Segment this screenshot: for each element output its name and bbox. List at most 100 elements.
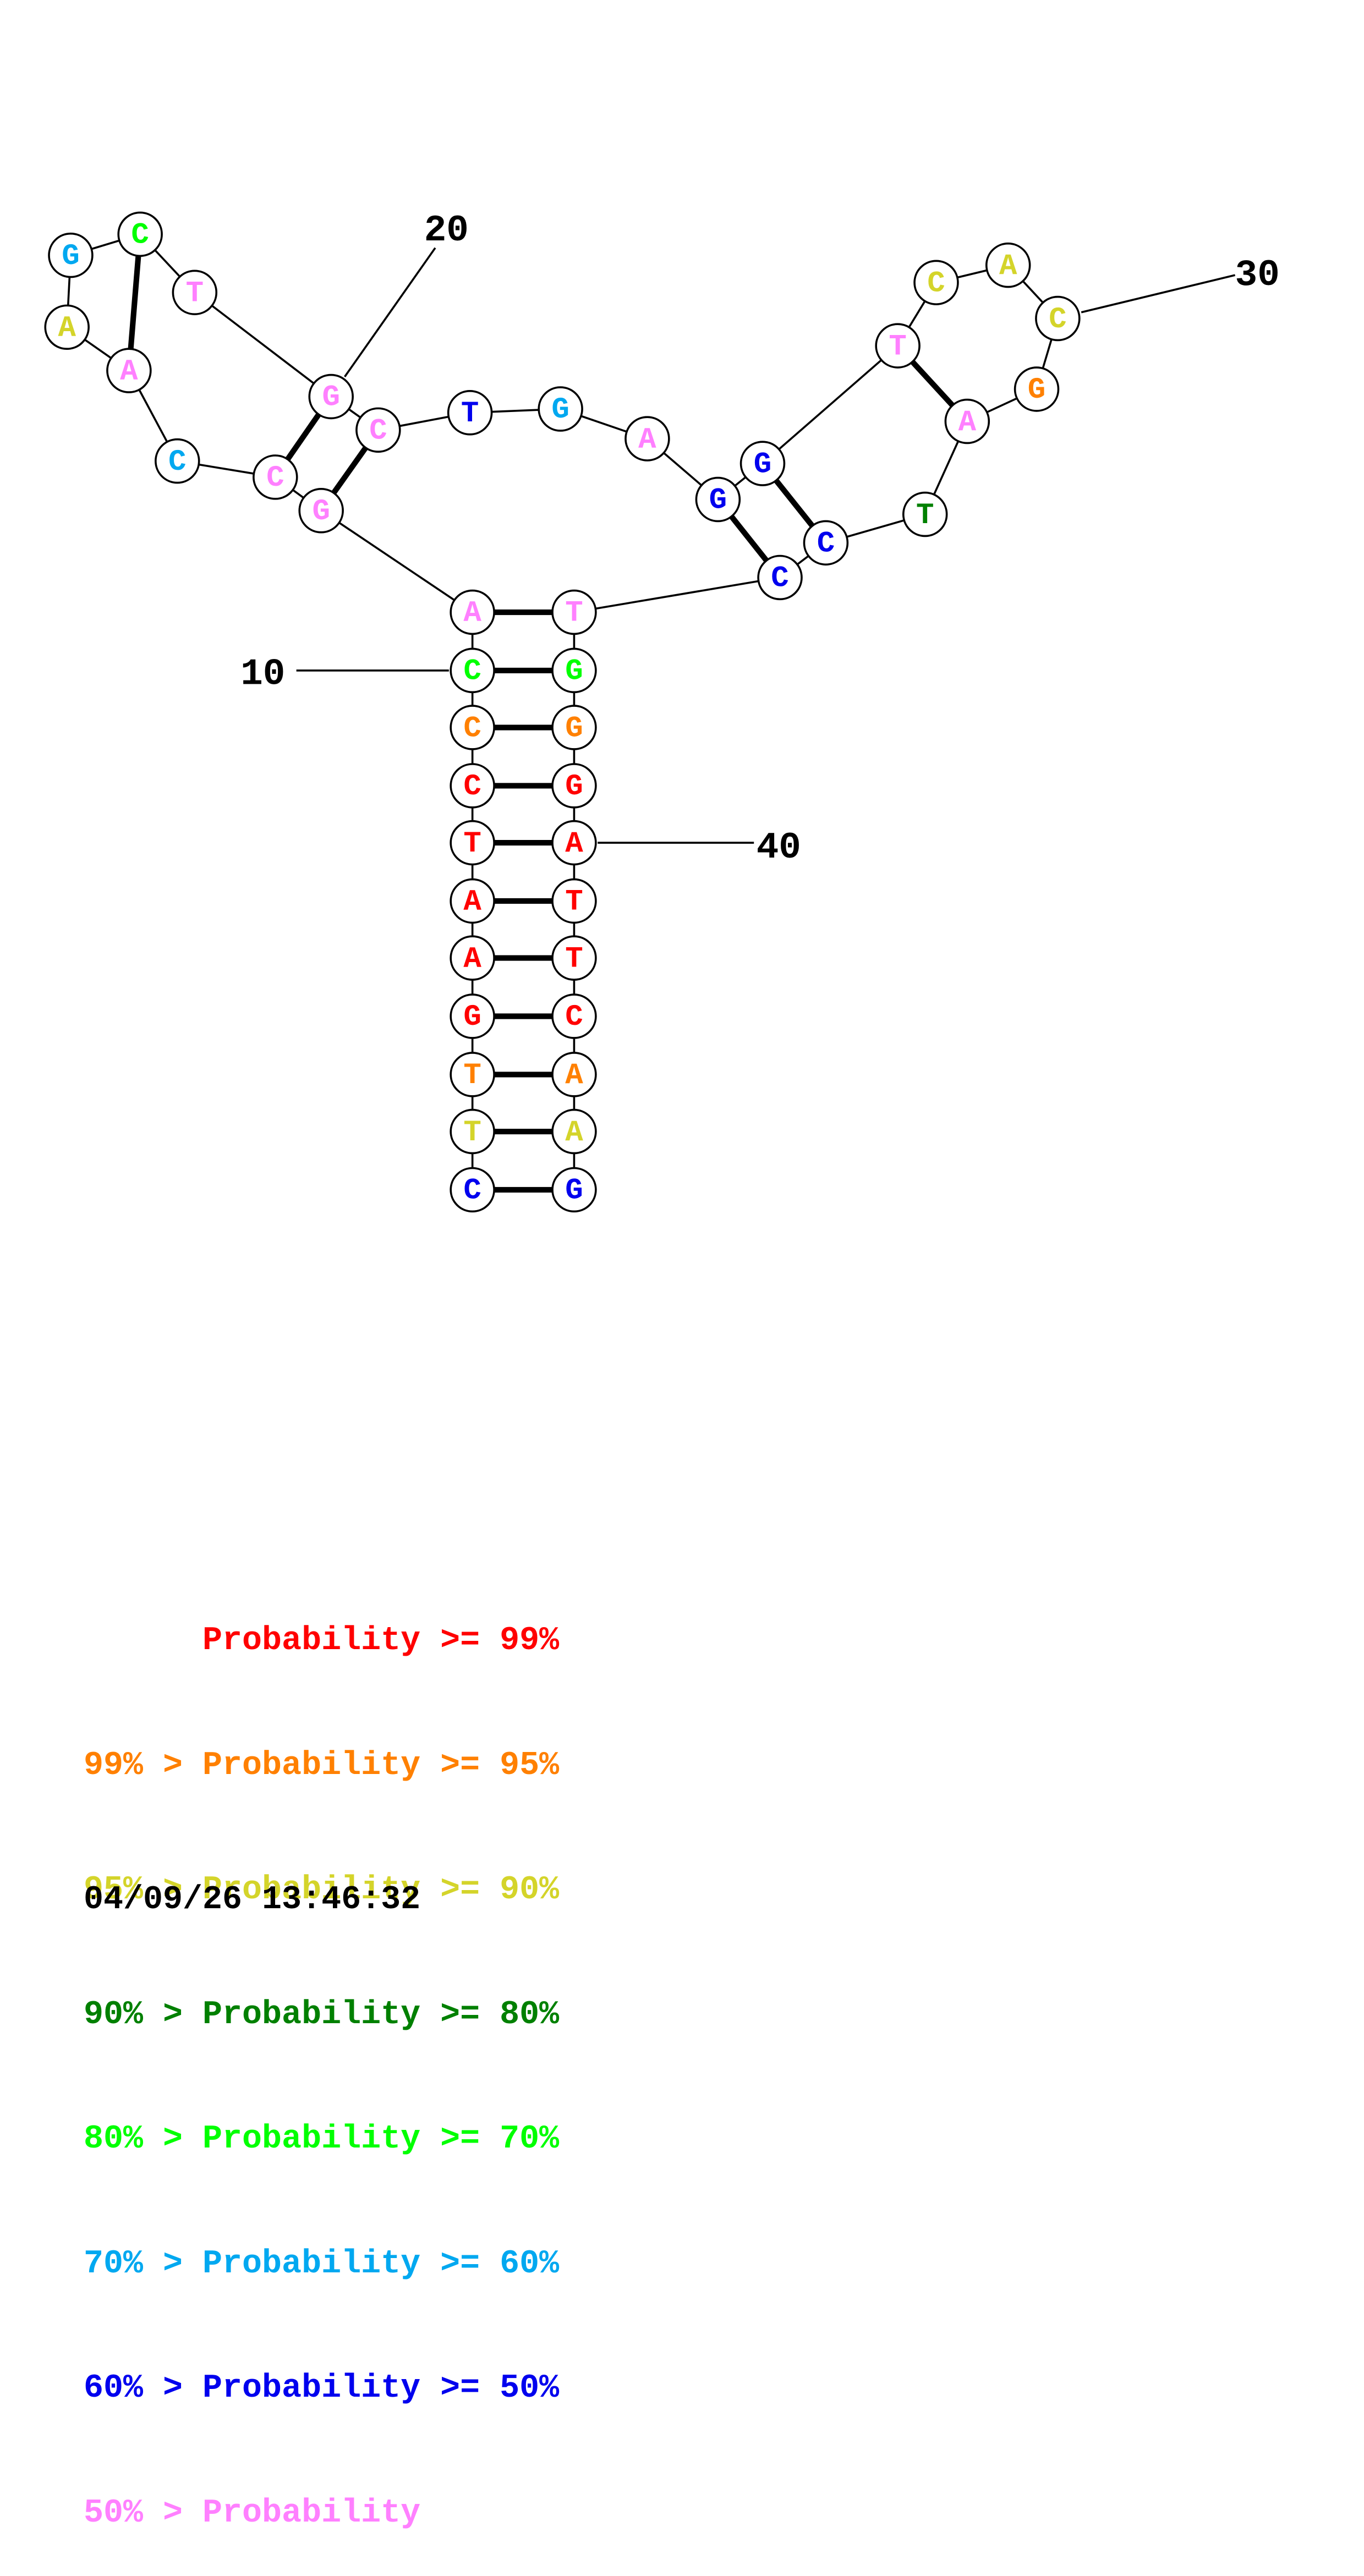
nucleotide-circle bbox=[172, 270, 218, 315]
nucleotide-node: C bbox=[757, 554, 803, 601]
nucleotide-letter: G bbox=[565, 1174, 583, 1208]
nucleotide-letter: G bbox=[565, 770, 583, 804]
legend-row-p95: 99% > Probability >= 95% bbox=[84, 1746, 560, 1784]
nucleotide-circle bbox=[551, 1108, 597, 1155]
nucleotide-node: G bbox=[48, 232, 94, 278]
nucleotide-node: G bbox=[1014, 366, 1060, 412]
position-marker-label: 40 bbox=[757, 827, 801, 869]
nucleotide-circle bbox=[450, 647, 495, 694]
nucleotide-circle bbox=[551, 820, 597, 866]
backbone-segment bbox=[194, 292, 332, 398]
nucleotide-letter: A bbox=[120, 355, 138, 388]
nucleotide-letter: A bbox=[565, 1059, 583, 1092]
nucleotide-letter: T bbox=[565, 942, 583, 976]
nucleotide-letter: G bbox=[322, 381, 339, 415]
nucleotide-circle bbox=[551, 878, 597, 924]
nucleotide-node: A bbox=[551, 1052, 597, 1097]
nucleotide-circle bbox=[450, 820, 495, 866]
base-pair-bond bbox=[126, 234, 143, 371]
nucleotide-letter: T bbox=[463, 1059, 481, 1092]
nucleotide-circle bbox=[450, 1167, 495, 1213]
nucleotide-letter: T bbox=[463, 1116, 481, 1150]
nucleotide-letter: C bbox=[463, 1174, 481, 1208]
nucleotide-node: T bbox=[902, 491, 948, 537]
nucleotide-node: A bbox=[944, 398, 990, 444]
nucleotide-circle bbox=[106, 348, 152, 393]
nucleotide-circle bbox=[253, 454, 298, 500]
legend-row-p99: Probability >= 99% bbox=[84, 1622, 560, 1660]
nucleotide-letter: C bbox=[131, 219, 149, 252]
nucleotide-letter: G bbox=[551, 393, 569, 427]
nucleotide-node: C bbox=[450, 763, 495, 809]
nucleotide-circle bbox=[902, 491, 948, 537]
nucleotide-letter: C bbox=[463, 655, 481, 689]
nucleotide-letter: C bbox=[771, 562, 788, 596]
legend-row-p50: 60% > Probability >= 50% bbox=[84, 2370, 560, 2407]
nucleotide-node: G bbox=[450, 993, 495, 1039]
backbone-segment bbox=[574, 576, 780, 613]
nucleotide-node: A bbox=[551, 820, 597, 866]
nucleotide-circle bbox=[551, 935, 597, 981]
nucleotide-letter: C bbox=[463, 712, 481, 745]
nucleotide-letter: T bbox=[565, 886, 583, 919]
nucleotide-letter: A bbox=[463, 886, 481, 919]
nucleotide-node: A bbox=[625, 416, 670, 462]
nucleotide-node: G bbox=[739, 441, 786, 486]
backbone-segment bbox=[762, 345, 899, 464]
nucleotide-letter: A bbox=[463, 597, 481, 630]
legend-row-p90: 95% > Probability >= 90% bbox=[84, 1871, 560, 1909]
nucleotide-node: A bbox=[450, 878, 495, 924]
nucleotide-letter: T bbox=[186, 277, 204, 310]
nucleotide-letter: G bbox=[312, 495, 330, 529]
legend-row-p80: 90% > Probability >= 80% bbox=[84, 1996, 560, 2034]
position-marker-line bbox=[344, 247, 436, 377]
nucleotide-node: C bbox=[450, 1167, 495, 1213]
nucleotide-letter: C bbox=[927, 267, 945, 300]
nucleotide-letter: C bbox=[817, 528, 835, 561]
nucleotide-letter: C bbox=[565, 1001, 583, 1034]
nucleotide-node: G bbox=[551, 647, 597, 694]
nucleotide-circle bbox=[875, 323, 921, 369]
nucleotide-circle bbox=[1035, 295, 1081, 342]
nucleotide-node: C bbox=[450, 705, 495, 750]
nucleotide-node: T bbox=[551, 589, 597, 635]
position-marker-label: 10 bbox=[240, 654, 285, 696]
nucleotide-circle bbox=[913, 260, 959, 305]
nucleotide-node: T bbox=[450, 1108, 495, 1155]
nucleotide-node: A bbox=[985, 242, 1031, 288]
nucleotide-letter: G bbox=[565, 655, 583, 689]
legend-row-plow: 50% > Probability bbox=[84, 2494, 421, 2532]
nucleotide-node: A bbox=[450, 935, 495, 981]
nucleotide-node: G bbox=[551, 705, 597, 750]
nucleotide-letter: A bbox=[565, 1116, 583, 1150]
nucleotide-letter: A bbox=[58, 312, 76, 345]
nucleotide-node: C bbox=[117, 211, 163, 257]
nucleotide-node: C bbox=[913, 260, 959, 305]
nucleotide-letter: A bbox=[638, 423, 656, 457]
nucleotide-node: A bbox=[450, 589, 495, 635]
nucleotide-circle bbox=[1014, 366, 1060, 412]
nucleotide-letter: A bbox=[463, 942, 481, 976]
nucleotide-node: T bbox=[450, 1052, 495, 1097]
position-marker-label: 30 bbox=[1235, 255, 1280, 296]
nucleotide-circle bbox=[625, 416, 670, 462]
nucleotide-circle bbox=[447, 390, 493, 436]
nucleotide-node: T bbox=[450, 820, 495, 866]
nucleotide-node: C bbox=[1035, 295, 1081, 342]
nucleotide-circle bbox=[355, 407, 401, 453]
nucleotide-circle bbox=[944, 398, 990, 444]
nucleotide-letter: G bbox=[754, 448, 771, 481]
legend-row-p60: 70% > Probability >= 60% bbox=[84, 2245, 560, 2283]
nucleotide-letter: A bbox=[999, 250, 1017, 283]
base-pair-layer bbox=[126, 234, 969, 1193]
nucleotide-circle bbox=[551, 647, 597, 694]
nucleotide-node: A bbox=[106, 348, 152, 393]
nucleotide-circle bbox=[551, 589, 597, 635]
nucleotide-letter: T bbox=[889, 330, 906, 364]
nucleotide-node: G bbox=[695, 476, 741, 523]
nucleotide-circle bbox=[551, 705, 597, 750]
nucleotide-circle bbox=[450, 878, 495, 924]
nucleotide-letter: C bbox=[463, 770, 481, 804]
